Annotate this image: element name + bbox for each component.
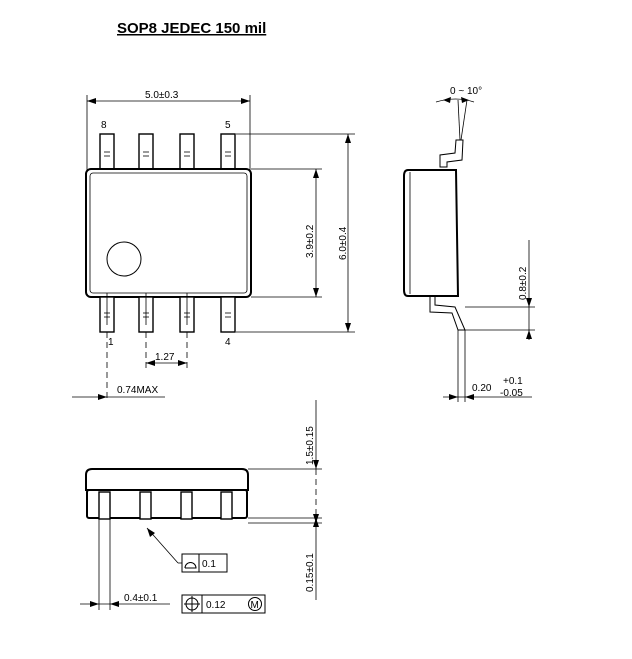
max-dimension: 0.74MAX: [117, 385, 158, 396]
front-pin-3: [180, 491, 193, 520]
position-value: 0.12: [206, 600, 226, 611]
coplanarity-frame: 0.1: [181, 553, 228, 573]
standoff-dimension: 0.15±0.1: [305, 553, 316, 592]
pin1-marker: [106, 241, 142, 277]
lead-width-dimension: 0.4±0.1: [124, 593, 158, 604]
angle-dimension: 0 ~ 10°: [450, 86, 482, 97]
pin-8: [99, 133, 115, 170]
position-tolerance-frame: 0.12 M: [181, 594, 266, 614]
front-view: 1.5±0.15 0.15±0.1 0.1 0.4±0.1 0.12: [80, 400, 322, 614]
pin-4: [220, 296, 236, 333]
package-body-front: [85, 468, 249, 491]
pin-5: [220, 133, 236, 170]
side-view: 0 ~ 10° 0.8±0.2 0.20 +0.1 -0.05: [403, 86, 535, 402]
pin-8-label: 8: [101, 120, 107, 131]
front-pin-2: [139, 491, 152, 520]
front-pin-4: [220, 491, 233, 520]
max-material-modifier: M: [251, 600, 259, 611]
pin-5-label: 5: [225, 120, 231, 131]
pin-7: [138, 133, 154, 170]
pin-4-label: 4: [225, 337, 231, 348]
top-view: 5.0±0.3 8 5 1 4: [72, 90, 355, 400]
height-dimension: 1.5±0.15: [305, 426, 316, 465]
front-pin-1: [98, 491, 111, 520]
width-dimension: 5.0±0.3: [145, 90, 179, 101]
gull-wing-lead: [439, 139, 464, 168]
pin-1-label: 1: [108, 337, 114, 348]
coplanarity-value: 0.1: [202, 559, 216, 570]
thickness-base: 0.20: [472, 383, 492, 394]
lead-length-dimension: 0.8±0.2: [518, 266, 529, 300]
package-body-top: [85, 168, 252, 298]
profile-surface-icon: [184, 562, 197, 569]
pitch-dimension: 1.27: [155, 352, 175, 363]
drawing-title: SOP8 JEDEC 150 mil: [117, 20, 266, 37]
overall-width-dimension: 6.0±0.4: [338, 226, 349, 260]
body-width-dimension: 3.9±0.2: [305, 224, 316, 258]
pin-6: [179, 133, 195, 170]
max-material-icon: [248, 597, 262, 611]
package-body-side: [403, 169, 460, 297]
thickness-minus: -0.05: [500, 388, 523, 399]
thickness-plus: +0.1: [503, 376, 523, 387]
